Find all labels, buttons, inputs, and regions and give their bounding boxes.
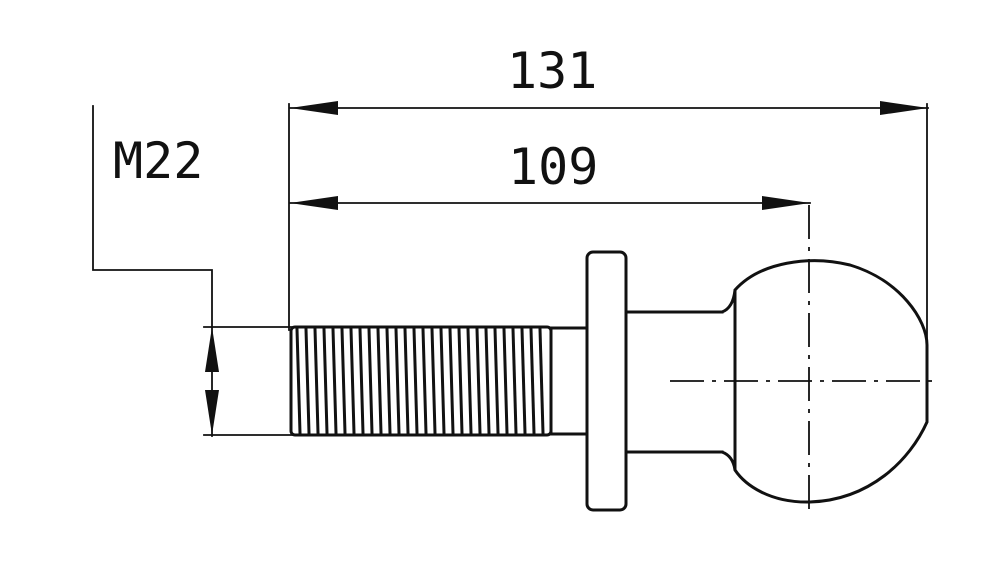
thread-ridge [511,327,518,435]
thread-ridge [466,327,473,435]
thread-ridge [349,327,356,435]
thread-size-label: M22 [113,132,204,190]
thread-dia-arrow-top [205,327,219,372]
thread-ridge [403,327,410,435]
thread-ridge [439,327,446,435]
thread-ridge [304,327,311,435]
dim-131-arrow-right [880,101,928,115]
collar-flange [585,250,628,512]
thread-ridge [493,327,500,435]
thread-lines [295,327,545,435]
thread-ridge [385,327,392,435]
dim-109-label: 109 [508,138,599,196]
thread-ridge [322,327,329,435]
dimension-109 [289,196,811,210]
thread-ridge [358,327,365,435]
thread-ridge [475,327,482,435]
thread-ridge [412,327,419,435]
neck [618,289,737,471]
thread-ridge [394,327,401,435]
dimension-131 [289,101,929,115]
thread-ridge [313,327,320,435]
ball-head [733,259,929,504]
thread-ridge [457,327,464,435]
thread-section [289,325,553,437]
thread-ridge [502,327,509,435]
thread-ridge [430,327,437,435]
dim-109-arrow-right [762,196,810,210]
thread-ridge [448,327,455,435]
thread-ridge [331,327,338,435]
thread-ridge [295,327,302,435]
thread-ridge [529,327,536,435]
thread-ridge [520,327,527,435]
thread-ridge [376,327,383,435]
thread-ridge [421,327,428,435]
thread-runout [549,326,589,436]
thread-ridge [538,327,545,435]
thread-ridge [484,327,491,435]
dim-131-arrow-left [290,101,338,115]
thread-ridge [367,327,374,435]
dim-131-label: 131 [507,42,598,100]
thread-ridge [340,327,347,435]
dim-109-arrow-left [290,196,338,210]
thread-dia-arrow-bottom [205,390,219,435]
